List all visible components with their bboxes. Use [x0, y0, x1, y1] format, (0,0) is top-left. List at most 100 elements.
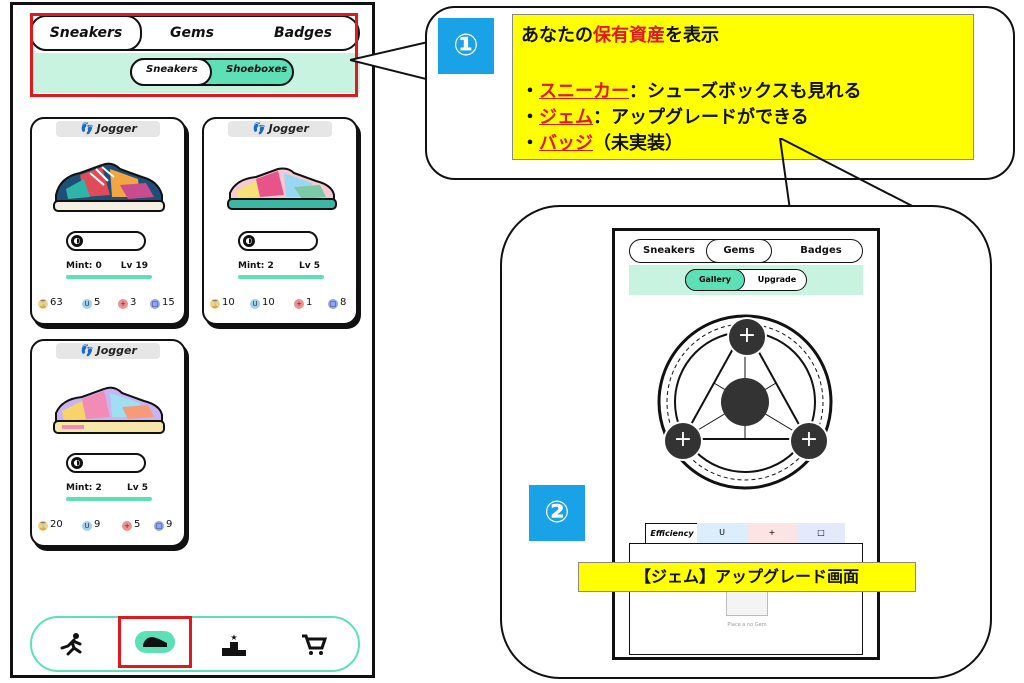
- gem-slot-left[interactable]: +: [663, 421, 703, 461]
- mint-count: Mint: 2: [238, 261, 274, 271]
- gem-upgrade-screen: Sneakers Gems Badges Gallery Upgrade + +…: [612, 228, 880, 660]
- callout2-pointer: [779, 138, 921, 211]
- gem-slot-right[interactable]: +: [789, 421, 829, 461]
- tab-gems[interactable]: Gems: [706, 239, 772, 263]
- luck-icon: U: [82, 299, 92, 309]
- efficiency-icon: ⌛: [38, 299, 48, 309]
- name-field[interactable]: ◐: [238, 231, 318, 251]
- stat-efficiency: ⌛20: [38, 519, 63, 531]
- name-field[interactable]: ◐: [66, 231, 146, 251]
- gem-slot-top[interactable]: +: [727, 317, 767, 357]
- subtab-bar: Sneakers Shoeboxes: [30, 53, 360, 93]
- badge-number-2: ②: [529, 485, 585, 541]
- token-icon: ◐: [71, 235, 83, 247]
- highlight-frame-tabs: [30, 13, 358, 97]
- stat-resilience: □8: [328, 297, 347, 309]
- token-icon: ◐: [71, 457, 83, 469]
- sneaker-icon: [135, 631, 175, 653]
- subtab-sneakers-label: Sneakers: [146, 64, 198, 75]
- name-field[interactable]: ◐: [66, 453, 146, 473]
- assets-heading: あなたの保有資産を表示: [521, 25, 719, 46]
- efficiency-icon: ⌛: [38, 521, 48, 531]
- gem-subtab-bar: Gallery Upgrade: [629, 265, 863, 295]
- podium-icon[interactable]: ★: [220, 632, 248, 656]
- durability-bar: [66, 497, 152, 501]
- nav-sneakers-selected[interactable]: [118, 616, 192, 668]
- subtab-shoeboxes-label[interactable]: Shoeboxes: [226, 64, 288, 75]
- resilience-icon: □: [328, 299, 338, 309]
- item-badges: ・バッジ（未実装）: [521, 133, 683, 154]
- tab-sneakers[interactable]: Sneakers: [30, 15, 142, 51]
- attr-tab-luck[interactable]: U: [697, 523, 747, 543]
- attr-tab-comfort[interactable]: +: [747, 523, 797, 543]
- efficiency-icon: ⌛: [210, 299, 220, 309]
- empty-gem-text: Place a no Gem: [727, 622, 767, 628]
- level-label: Lv 19: [120, 261, 148, 271]
- tab-badges[interactable]: Badges: [274, 25, 332, 41]
- assets-description: あなたの保有資産を表示 ・スニーカー：シューズボックスも見れる ・ジェム：アップ…: [512, 14, 974, 160]
- comfort-icon: +: [118, 299, 128, 309]
- bottom-nav: ★: [30, 616, 360, 672]
- sneaker-type: Jogger: [96, 122, 137, 135]
- sneakers-app-screen: Sneakers Gems Badges Sneakers Shoeboxes …: [10, 2, 375, 678]
- token-icon: ◐: [243, 235, 255, 247]
- card-header: 👣 Jogger: [228, 121, 332, 137]
- attribute-tabs: Efficiency U + □: [645, 523, 845, 544]
- top-tab-bar: Sneakers Gems Badges: [30, 15, 360, 51]
- stat-efficiency: ⌛63: [38, 297, 63, 309]
- badge-number-1: ①: [438, 18, 494, 74]
- attr-tab-efficiency[interactable]: Efficiency: [645, 523, 699, 544]
- durability-bar: [66, 275, 152, 279]
- card-header: 👣 Jogger: [56, 121, 160, 137]
- empty-gem-box-icon: [726, 588, 768, 616]
- tab-sneakers[interactable]: Sneakers: [643, 245, 695, 256]
- stat-resilience: □15: [150, 297, 175, 309]
- sneaker-image: [53, 162, 165, 212]
- durability-bar: [238, 275, 324, 279]
- comfort-icon: +: [122, 521, 132, 531]
- tab-badges[interactable]: Badges: [800, 245, 842, 256]
- stat-comfort: +1: [294, 297, 312, 309]
- mint-count: Mint: 0: [66, 261, 102, 271]
- luck-icon: U: [82, 521, 92, 531]
- svg-text:★: ★: [230, 633, 237, 642]
- attr-tab-resilience[interactable]: □: [797, 523, 845, 543]
- gem-subtab-toggle: Gallery Upgrade: [685, 269, 807, 291]
- item-sneakers: ・スニーカー：シューズボックスも見れる: [521, 81, 862, 102]
- item-gems: ・ジェム：アップグレードができる: [521, 107, 809, 128]
- gem-list-panel: Place a no Gem: [629, 543, 863, 655]
- stat-comfort: +3: [118, 297, 136, 309]
- comfort-icon: +: [294, 299, 304, 309]
- resilience-icon: □: [154, 521, 164, 531]
- gem-upgrade-caption: 【ジェム】アップグレード画面: [578, 562, 916, 592]
- level-label: Lv 5: [127, 483, 148, 493]
- resilience-icon: □: [150, 299, 160, 309]
- luck-icon: U: [250, 299, 260, 309]
- tab-gems[interactable]: Gems: [170, 25, 214, 41]
- cart-icon[interactable]: [300, 632, 328, 656]
- subtab-upgrade[interactable]: Upgrade: [757, 275, 797, 284]
- stat-comfort: +5: [122, 519, 140, 531]
- sneaker-type: Jogger: [268, 122, 309, 135]
- sneaker-image: [53, 386, 165, 434]
- level-label: Lv 5: [299, 261, 320, 271]
- sneaker-type: Jogger: [96, 344, 137, 357]
- stat-efficiency: ⌛10: [210, 297, 235, 309]
- card-header: 👣 Jogger: [56, 343, 160, 359]
- run-icon[interactable]: [58, 632, 86, 656]
- sneaker-image: [227, 167, 337, 210]
- mint-count: Mint: 2: [66, 483, 102, 493]
- subtab-sneakers[interactable]: [130, 58, 212, 86]
- gem-tab-bar: Sneakers Gems Badges: [629, 239, 863, 263]
- subtab-gallery[interactable]: Gallery: [685, 269, 745, 291]
- stat-resilience: □9: [154, 519, 173, 531]
